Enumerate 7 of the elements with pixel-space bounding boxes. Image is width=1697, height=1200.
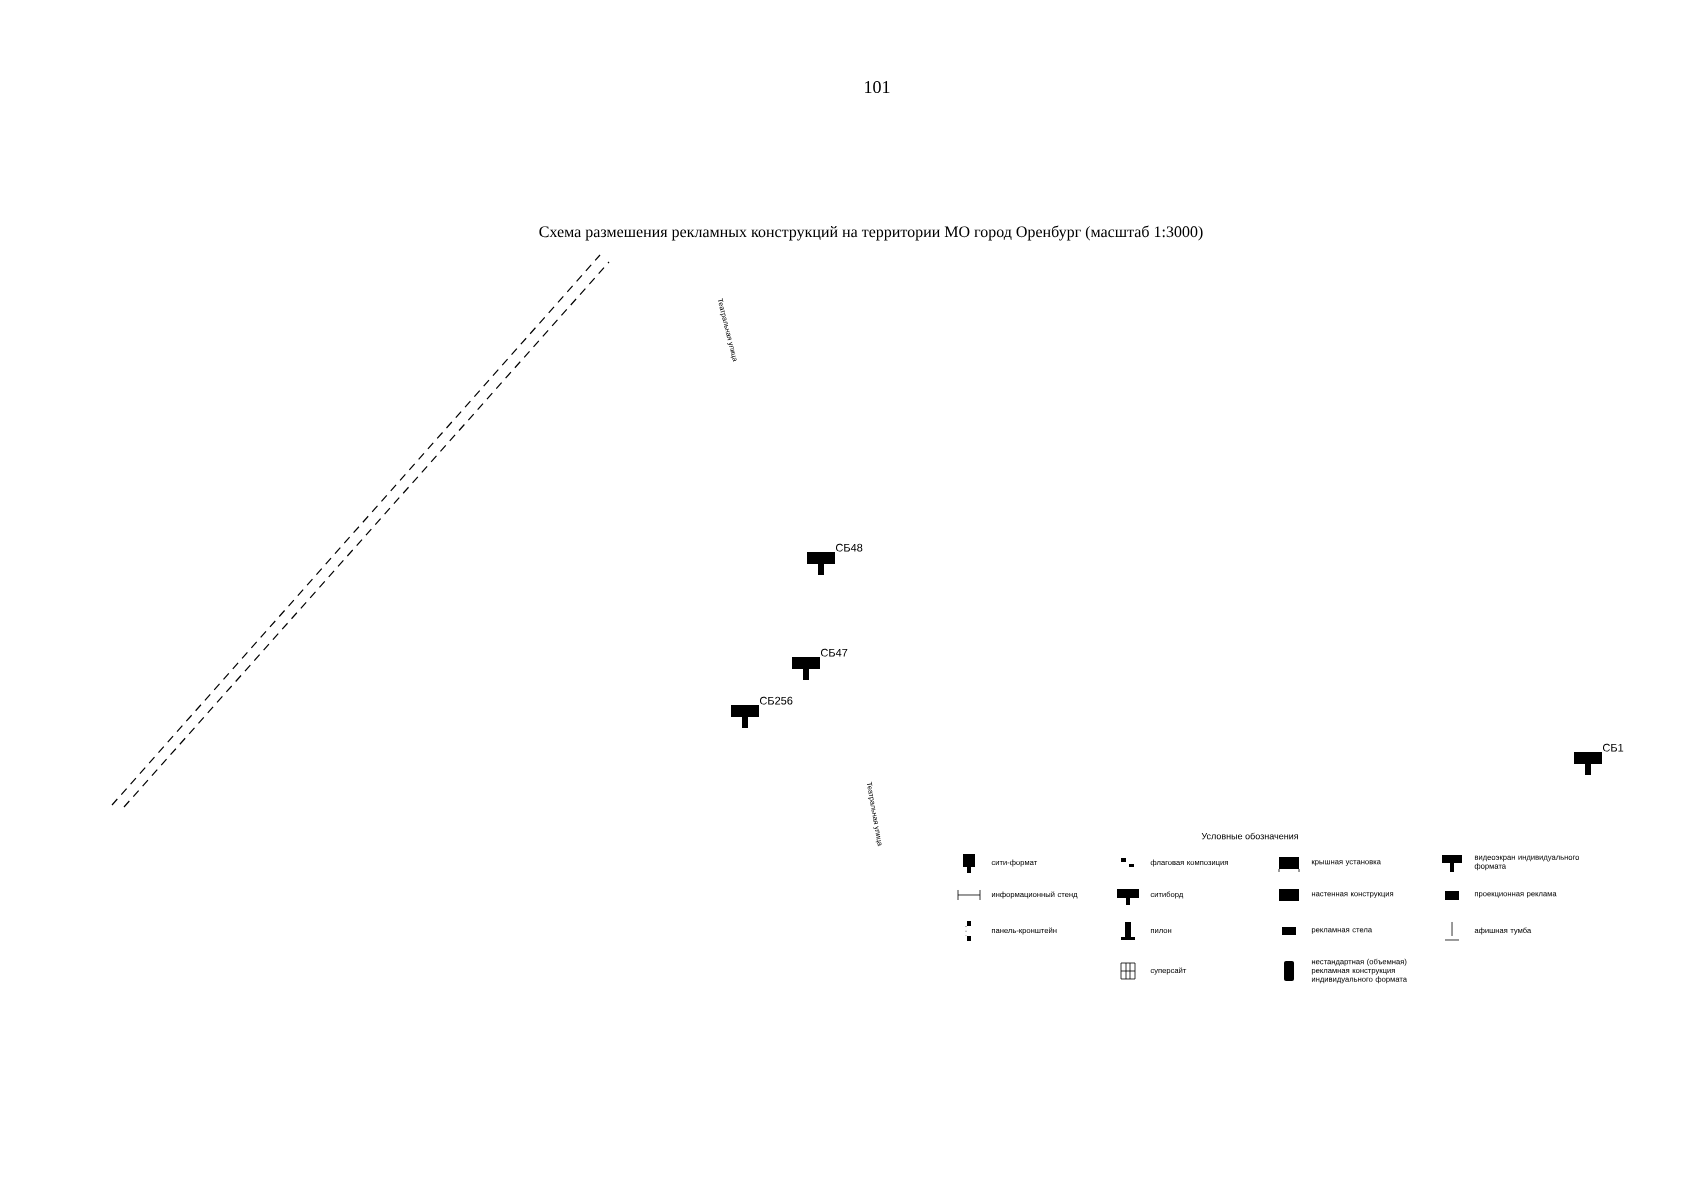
billboard-code: СБ47 <box>821 648 848 657</box>
page-number: 101 <box>865 80 890 94</box>
legend-heading: Условные обозначения <box>1201 832 1298 840</box>
map-title: Схема размешения рекламных конструкций на территории МО город Оренбург (масштаб 1:3000) <box>539 225 1203 241</box>
billboard-code: СБ1 <box>1603 743 1624 752</box>
billboard-code: СБ256 <box>759 696 793 705</box>
billboard-code: СБ48 <box>836 543 863 552</box>
